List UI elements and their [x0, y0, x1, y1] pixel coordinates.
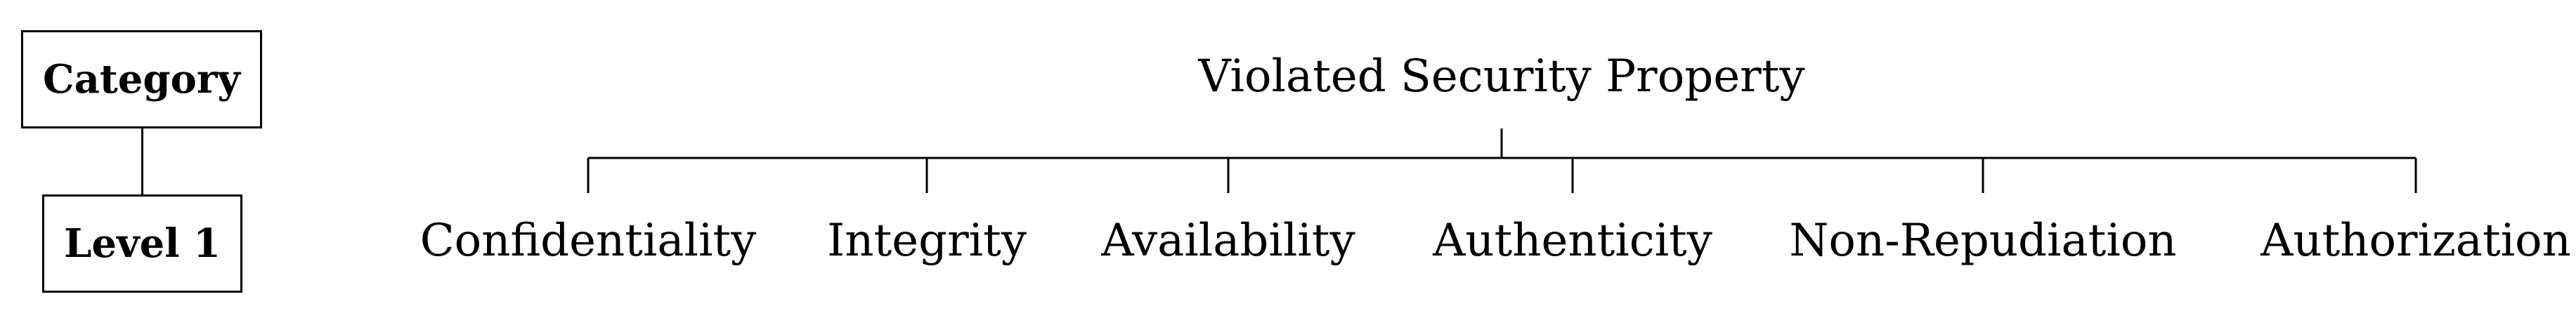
legend-connector [141, 128, 143, 194]
root-category-label: Violated Security Property [1198, 51, 1805, 102]
legend-category-box: Category [21, 30, 262, 128]
legend-level-box: Level 1 [42, 194, 242, 293]
level1-integrity: Integrity [827, 215, 1027, 267]
level1-authenticity: Authenticity [1433, 215, 1712, 267]
level1-non-repudiation: Non-Repudiation [1789, 215, 2177, 267]
level1-authorization: Authorization [2260, 215, 2571, 267]
level1-availability: Availability [1101, 215, 1355, 267]
legend-category-label: Category [43, 56, 240, 102]
level1-confidentiality: Confidentiality [419, 215, 757, 267]
legend-level-label: Level 1 [64, 220, 221, 267]
